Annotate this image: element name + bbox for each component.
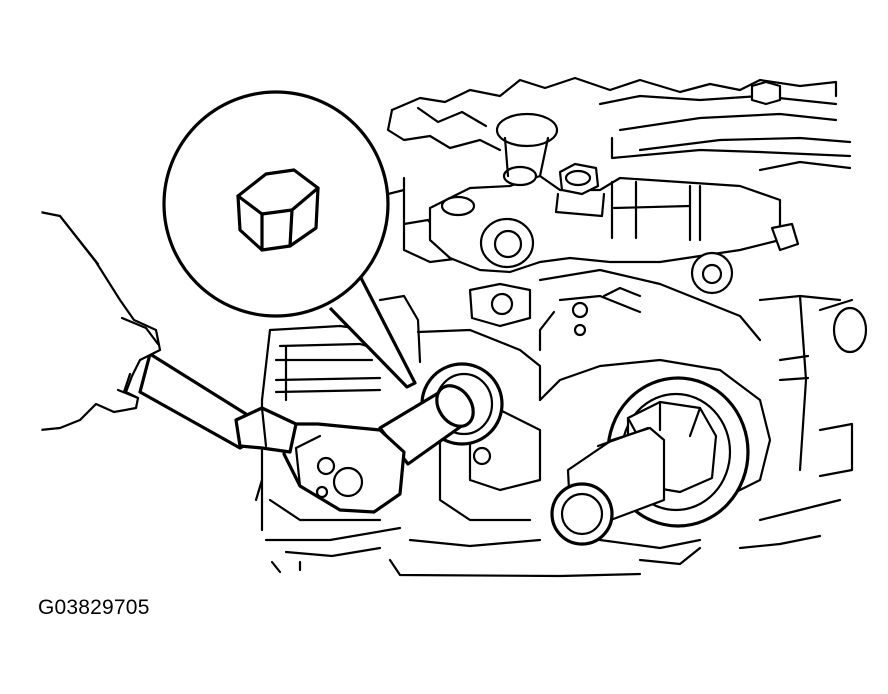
ratchet-wrench [138,352,475,514]
magnified-detail-callout [162,90,417,389]
figure-code: G03829705 [38,596,150,619]
engine-block [254,76,868,578]
hex-bolt-icon [236,168,320,252]
crankshaft-bolt [550,376,750,546]
hand [38,210,162,432]
